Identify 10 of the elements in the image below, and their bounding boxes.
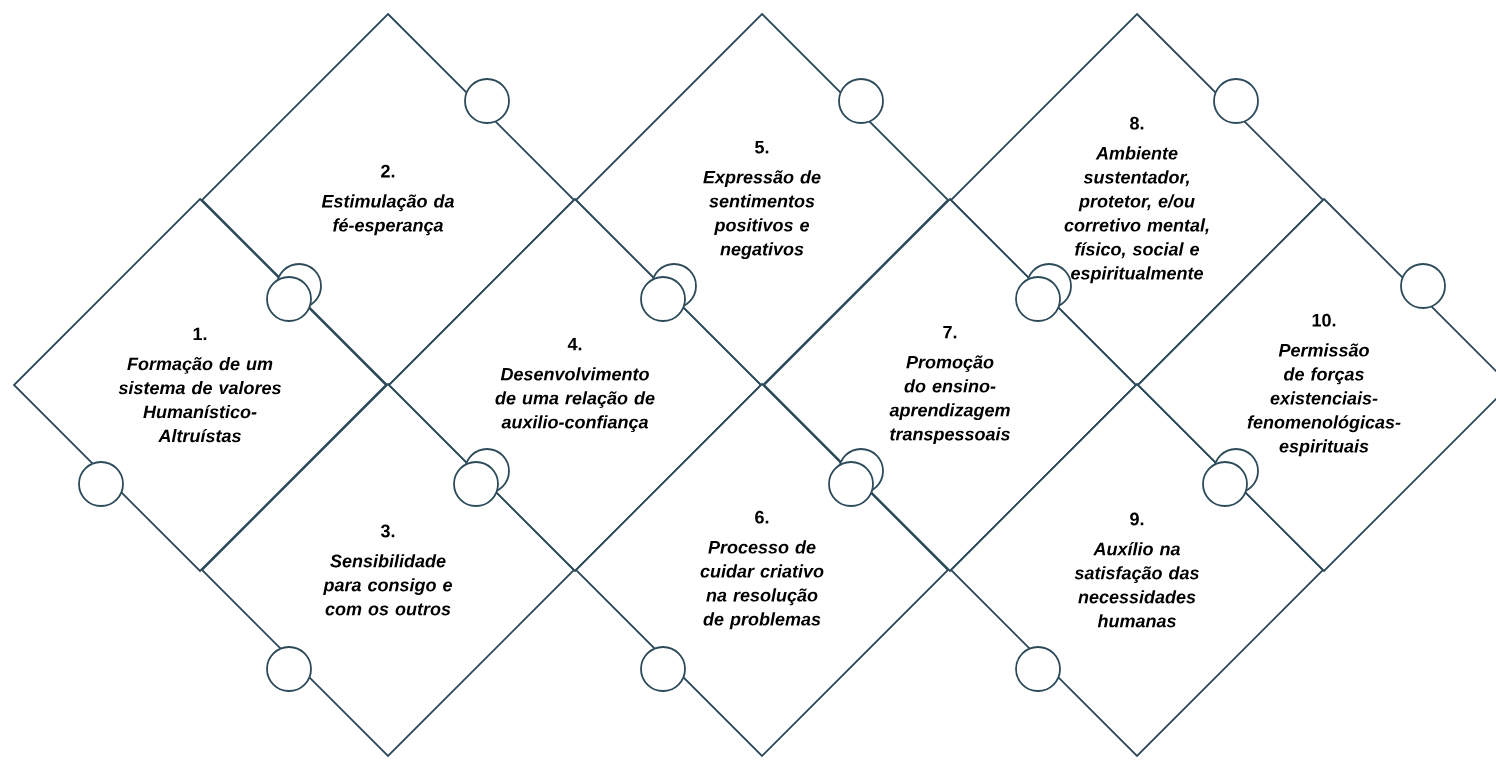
piece-label: 2. Estimulação da fé-esperança bbox=[321, 164, 454, 236]
piece-label: 7. Promoção do ensino-aprendizagem transpessoais bbox=[889, 325, 1010, 445]
piece-label: 4. Desenvolvimento de uma relação de auxilio-confiança bbox=[495, 337, 655, 433]
piece-label: 10. Permissão de forças existenciais-fenomenológicas-espirituais bbox=[1247, 313, 1401, 457]
piece-label: 8. Ambiente sustentador, protetor, e/ou corretivo mental, físico, social e espiritualmente bbox=[1064, 116, 1209, 284]
piece-label: 9. Auxílio na satisfação das necessidades humanas bbox=[1074, 512, 1199, 628]
piece-label: 1. Formação de um sistema de valores Humanístico-Altruístas bbox=[118, 327, 281, 443]
piece-label: 5. Expressão de sentimentos positivos e negativos bbox=[703, 140, 821, 260]
piece-label: 3. Sensibilidade para consigo e com os outros bbox=[323, 524, 452, 616]
piece-label: 6. Processo de cuidar criativo na resolução de problemas bbox=[700, 510, 824, 630]
